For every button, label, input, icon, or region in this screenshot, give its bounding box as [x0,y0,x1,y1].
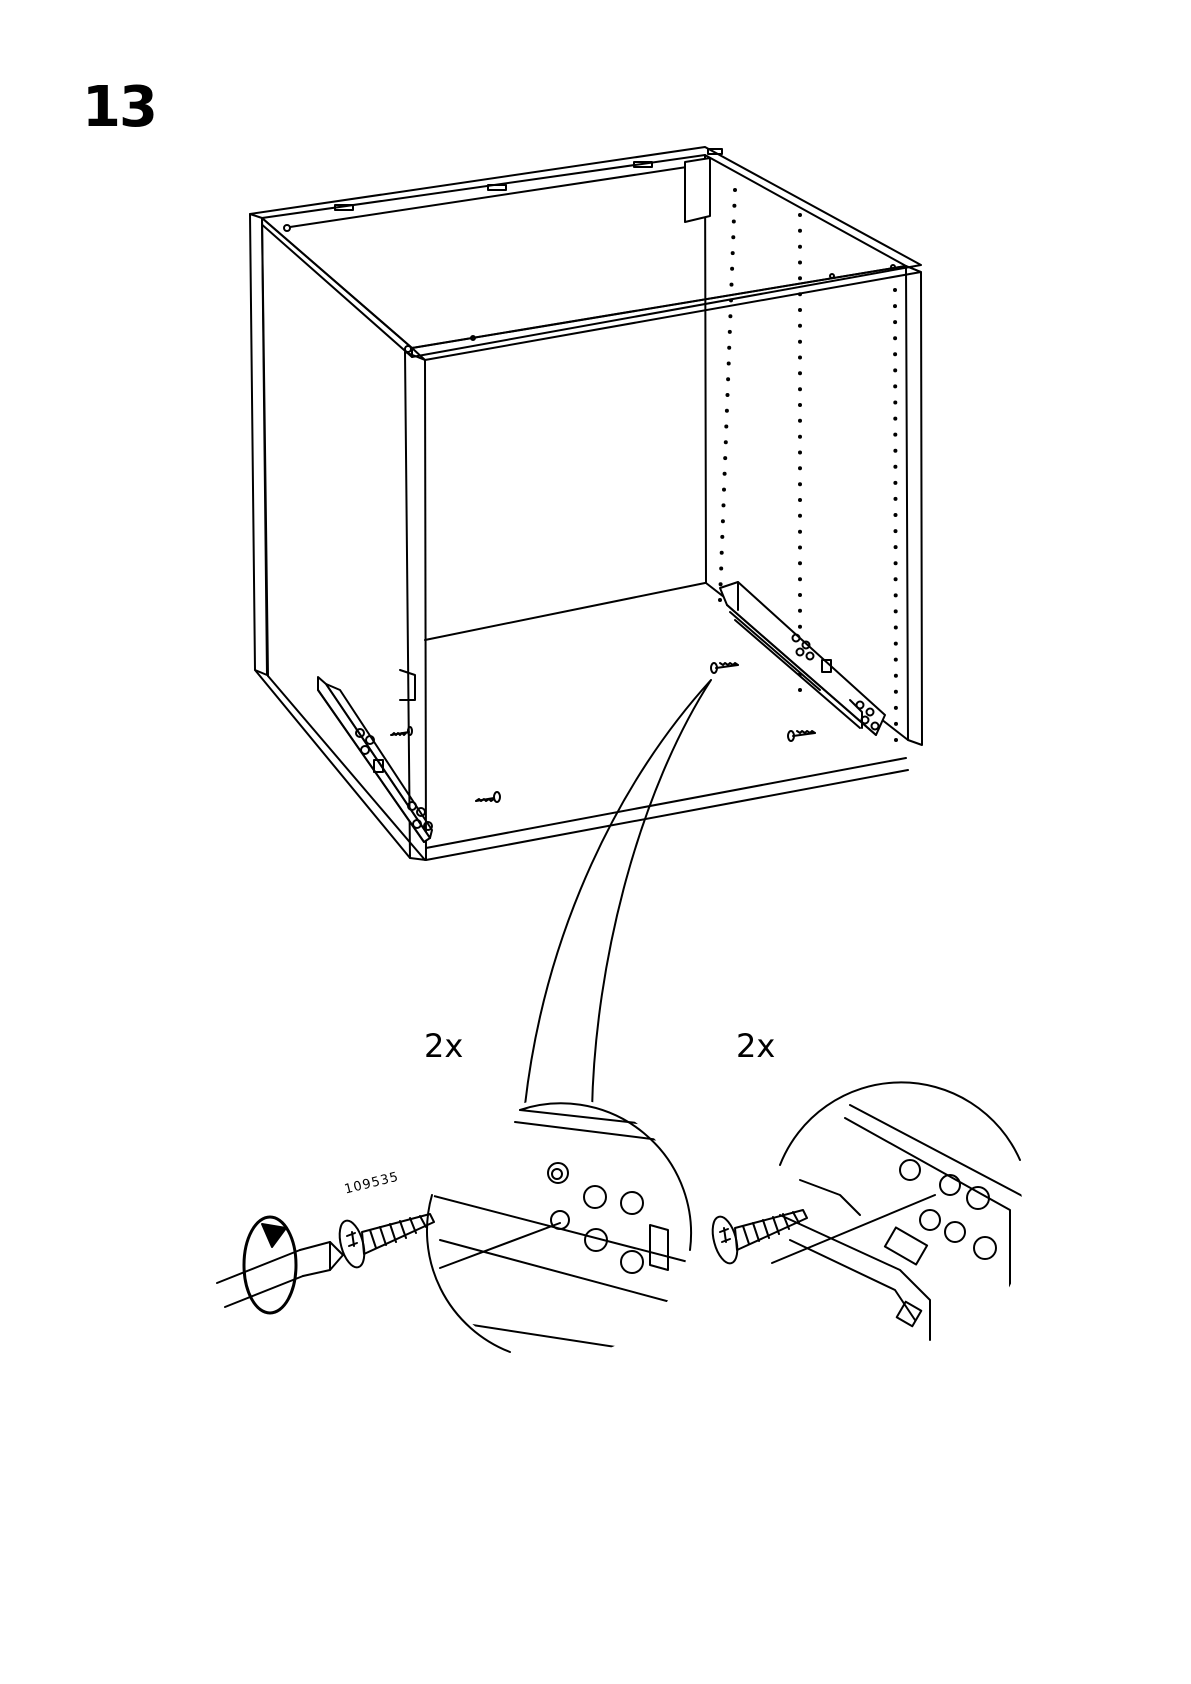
system-hole [719,567,723,571]
system-hole [894,642,898,646]
system-hole [894,738,898,742]
system-hole [798,546,802,550]
system-hole [894,609,898,613]
system-hole [798,609,802,613]
screw-marker-1 [476,792,500,802]
system-hole [798,245,802,249]
system-hole [724,425,728,429]
system-hole [798,530,802,534]
system-hole [894,529,898,533]
system-hole [718,598,722,602]
system-hole [727,362,731,366]
system-hole [798,419,802,423]
system-hole [798,387,802,391]
system-hole [894,561,898,565]
system-hole [893,288,897,292]
system-hole [798,340,802,344]
system-hole [893,481,897,485]
system-hole [798,688,802,692]
system-hole [720,535,724,539]
system-hole [798,577,802,581]
system-hole [798,324,802,328]
system-hole [893,304,897,308]
system-hole [728,314,732,318]
system-hole [721,519,725,523]
system-hole [893,352,897,356]
system-hole [893,401,897,405]
system-hole [798,261,802,265]
system-hole [723,456,727,460]
system-hole [719,582,723,586]
system-hole [722,488,726,492]
system-hole [893,417,897,421]
system-hole [798,625,802,629]
system-hole [894,513,898,517]
system-hole [798,466,802,470]
quantity-label-left: 2x [424,1030,463,1062]
callout-pointer [525,680,711,1110]
system-hole [894,545,898,549]
system-hole [894,706,898,710]
system-hole [720,551,724,555]
system-hole [725,409,729,413]
cabinet-frame [250,147,922,860]
system-hole [894,722,898,726]
system-hole [798,435,802,439]
rotate-clockwise-icon [244,1217,296,1313]
system-hole [893,336,897,340]
system-hole [798,403,802,407]
system-hole [894,674,898,678]
system-hole [798,229,802,233]
system-hole [798,356,802,360]
quantity-label-right: 2x [736,1030,775,1062]
system-hole [729,298,733,302]
system-hole [894,593,898,597]
system-hole [724,440,728,444]
screw-icon [335,1214,434,1270]
system-hole [798,498,802,502]
system-hole [798,213,802,217]
system-hole [798,514,802,518]
system-hole [726,377,730,381]
system-hole [731,251,735,255]
system-hole [798,276,802,280]
system-hole [798,561,802,565]
system-hole [732,220,736,224]
system-hole [733,188,737,192]
system-hole [893,465,897,469]
system-hole [798,292,802,296]
system-hole [894,658,898,662]
system-hole [893,449,897,453]
system-hole [894,690,898,694]
system-hole [894,626,898,630]
screw-marker-3 [711,663,738,673]
drawer-runner-right [720,582,885,735]
system-hole [798,451,802,455]
system-hole [727,346,731,350]
system-hole [894,497,898,501]
system-hole [798,482,802,486]
system-hole [894,577,898,581]
system-hole [728,330,732,334]
system-hole [723,472,727,476]
system-hole [731,235,735,239]
system-hole [730,267,734,271]
system-hole [893,384,897,388]
system-hole [893,433,897,437]
system-hole [798,308,802,312]
system-hole [722,503,726,507]
system-hole [798,593,802,597]
screw-marker-2 [391,727,412,735]
system-hole [893,368,897,372]
system-hole [726,393,730,397]
screw-marker-4 [788,731,815,741]
system-hole [798,371,802,375]
system-hole [893,320,897,324]
screwdriver-icon [217,1242,343,1307]
system-hole [732,204,736,208]
system-hole [730,283,734,287]
detail-circle-left [427,1098,700,1360]
